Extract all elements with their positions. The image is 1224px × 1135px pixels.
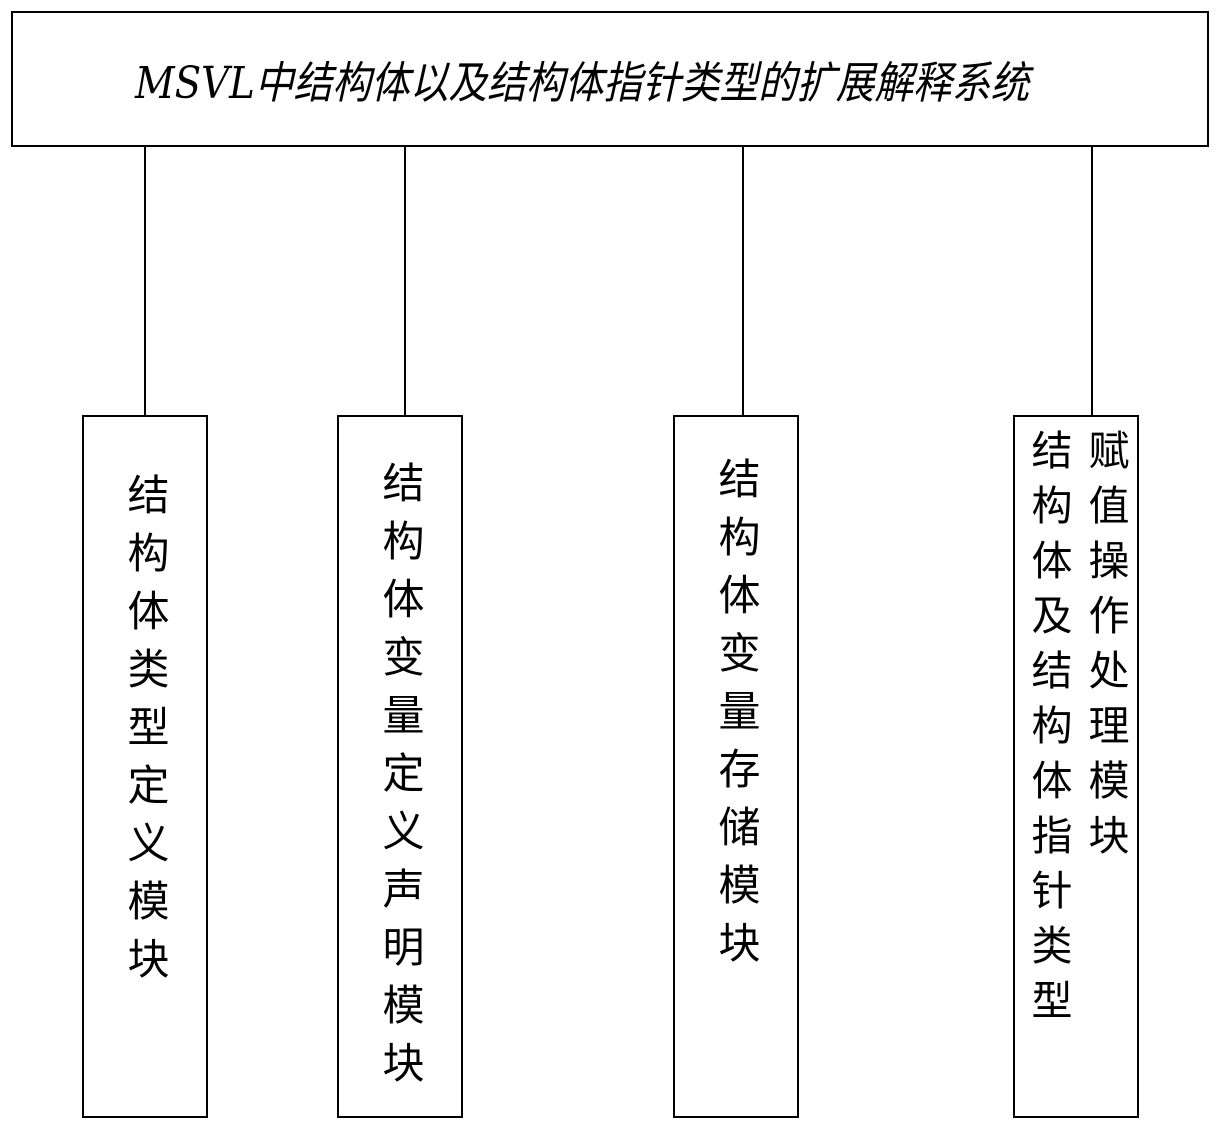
module-label-line-2: 赋值操作处理模块 bbox=[1081, 429, 1129, 869]
system-title-box: MSVL中结构体以及结构体指针类型的扩展解释系统 bbox=[11, 11, 1209, 147]
connector-line-4 bbox=[1091, 147, 1093, 415]
module-box-structure-type-definition: 结构体类型定义模块 bbox=[82, 415, 208, 1118]
module-box-structure-variable-definition-declaration: 结构体变量定义声明模块 bbox=[337, 415, 463, 1118]
module-box-assignment-operation-processing: 结构体及结构体指针类型 赋值操作处理模块 bbox=[1013, 415, 1139, 1118]
module-box-structure-variable-storage: 结构体变量存储模块 bbox=[673, 415, 799, 1118]
module-label: 结构体变量定义声明模块 bbox=[376, 461, 425, 1099]
connector-line-2 bbox=[404, 147, 406, 415]
module-label: 结构体类型定义模块 bbox=[121, 473, 170, 995]
connector-line-3 bbox=[742, 147, 744, 415]
module-label: 结构体及结构体指针类型 bbox=[1024, 429, 1072, 1034]
system-title: MSVL中结构体以及结构体指针类型的扩展解释系统 bbox=[134, 58, 1030, 109]
connector-line-1 bbox=[144, 147, 146, 415]
module-label: 结构体变量存储模块 bbox=[712, 457, 761, 979]
